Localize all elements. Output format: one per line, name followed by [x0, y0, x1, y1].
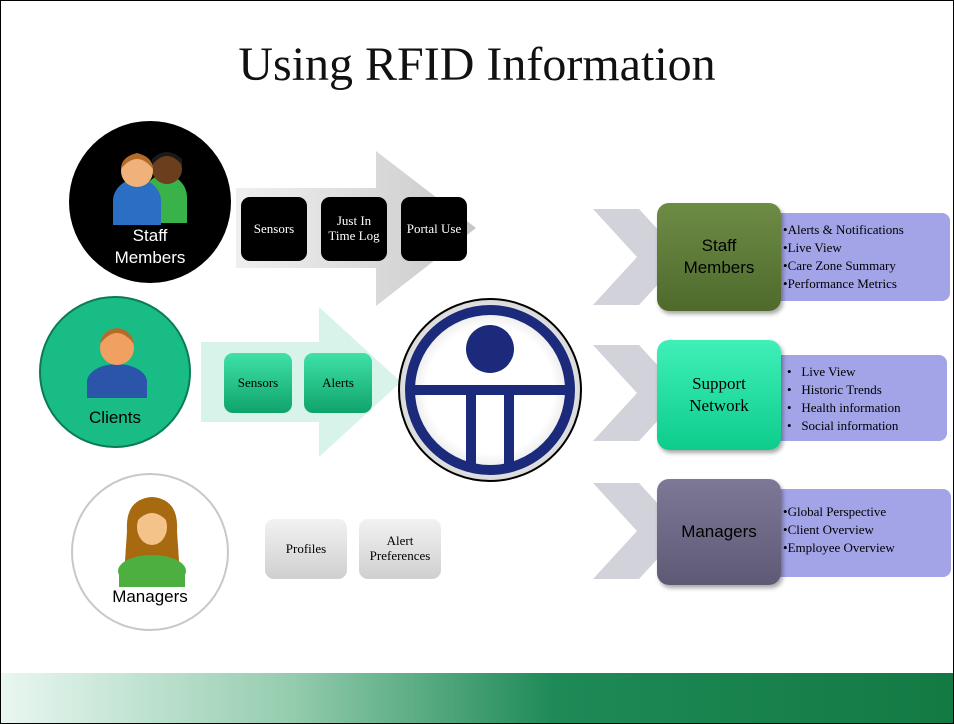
people-icon: [113, 152, 187, 225]
clients-label: Clients: [89, 408, 141, 427]
bullet-item: Social information: [787, 417, 941, 435]
staff-output-line2: Members: [683, 258, 755, 277]
clients-sensors-box: Sensors: [224, 353, 292, 413]
bullet-item: Alerts & Notifications: [783, 221, 944, 239]
logo-icon: [398, 298, 582, 482]
bullet-item: Live View: [787, 363, 941, 381]
staff-output-box: Staff Members: [657, 203, 781, 311]
support-output-line1: Support: [692, 373, 746, 393]
bullet-item: Care Zone Summary: [783, 257, 944, 275]
person-icon: [87, 328, 147, 398]
managers-circle: Managers: [71, 473, 229, 631]
staff-output-bullets: Alerts & Notifications Live View Care Zo…: [767, 213, 950, 301]
staff-sensors-box: Sensors: [241, 197, 307, 261]
bullet-item: Employee Overview: [783, 539, 945, 557]
bullet-item: Live View: [783, 239, 944, 257]
support-network-output-box: Support Network: [657, 340, 781, 450]
staff-label-line2: Members: [114, 248, 186, 267]
bullet-item: Health information: [787, 399, 941, 417]
bottom-band: [1, 673, 953, 723]
bullet-item: Global Perspective: [783, 503, 945, 521]
bullet-item: Client Overview: [783, 521, 945, 539]
staff-members-label: Staff Members: [69, 225, 231, 269]
staff-label-line1: Staff: [132, 226, 168, 245]
staff-jit-log-box: Just In Time Log: [321, 197, 387, 261]
woman-icon: [118, 497, 186, 587]
managers-alert-preferences-box: Alert Preferences: [359, 519, 441, 579]
slide-title: Using RFID Information: [238, 38, 716, 91]
managers-label: Managers: [112, 587, 188, 606]
managers-output-bullets: Global Perspective Client Overview Emplo…: [767, 489, 951, 577]
staff-members-circle: Staff Members: [69, 121, 231, 283]
clients-alerts-box: Alerts: [304, 353, 372, 413]
support-output-line2: Network: [689, 396, 749, 415]
clients-circle: Clients: [39, 296, 191, 448]
bullet-item: Historic Trends: [787, 381, 941, 399]
staff-output-line1: Staff: [701, 235, 737, 255]
managers-output-box: Managers: [657, 479, 781, 585]
bullet-item: Performance Metrics: [783, 275, 944, 293]
staff-portal-use-box: Portal Use: [401, 197, 467, 261]
managers-profiles-box: Profiles: [265, 519, 347, 579]
clients-arrow: [201, 307, 401, 457]
support-output-bullets: Live View Historic Trends Health informa…: [767, 355, 947, 441]
